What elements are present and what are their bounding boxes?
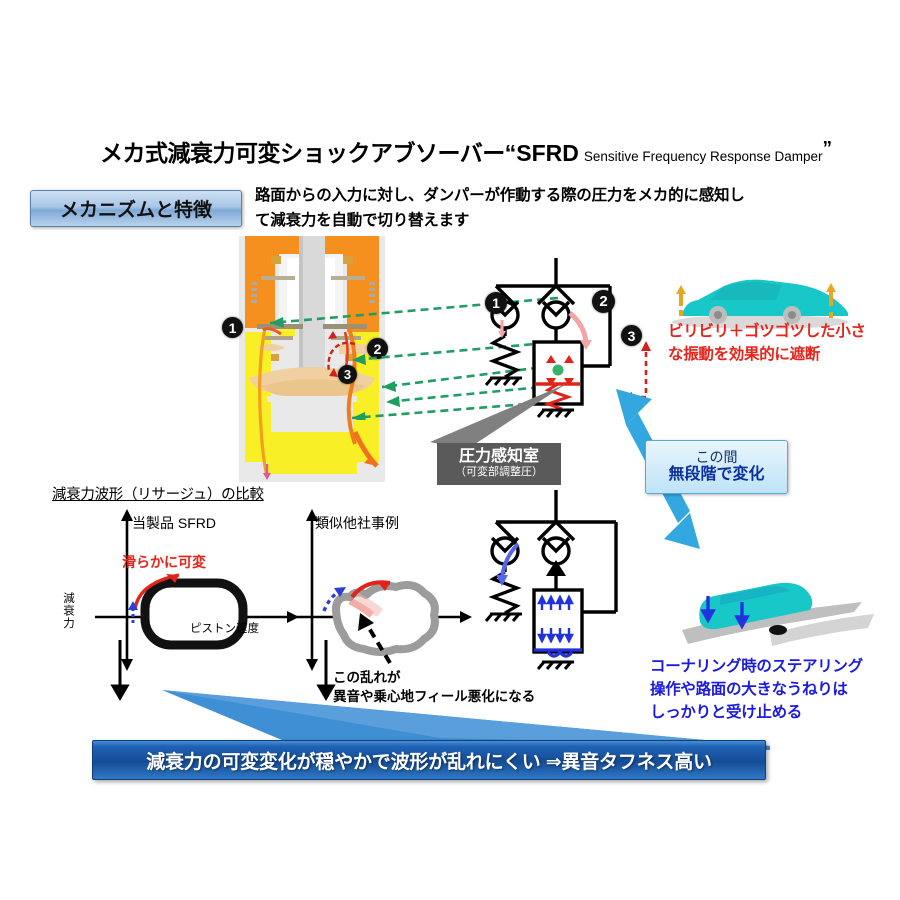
disturbance-line-2: 異音や乗心地フィール悪化になる (333, 689, 536, 704)
schematic-callout-1-label: 1 (492, 295, 500, 311)
smooth-variation-label: 滑らかに可変 (122, 554, 206, 570)
title-sfrd: SFRD (516, 140, 579, 166)
car-illustration-cornering (682, 582, 874, 646)
callout-badge-2-schematic: 2 (592, 290, 615, 313)
mechanism-chip[interactable]: メカニズムと特徴 (30, 190, 242, 227)
chart-competitor-lissajous (296, 509, 472, 671)
hydraulic-schematic-upper (484, 258, 612, 418)
caption-small-vibration: ビリビリ＋ゴツゴツした小さ な振動を効果的に遮断 (668, 320, 888, 366)
blue-wedge-connector (162, 690, 770, 750)
callout-badge-2-cutaway: 2 (367, 338, 388, 359)
callout-3-label: 3 (343, 367, 352, 382)
x-axis-label: ピストン速度 (190, 623, 259, 635)
continuous-variation-box: この間 無段階で変化 (645, 440, 788, 494)
lead-line-2: て減衰力を自動で切り替えます (255, 212, 470, 229)
callout-badge-3-cutaway: 3 (338, 365, 357, 384)
disturbance-caption: この乱れが 異音や乗心地フィール悪化になる (333, 668, 535, 706)
schematic-callout-3-label: 3 (627, 327, 636, 344)
caption-blue-line-1: コーナリング時のステアリング (650, 658, 863, 675)
summary-banner-text: 減衰力の可変変化が穏やかで波形が乱れにくい ⇒異音タフネス高い (146, 751, 712, 773)
downward-arrows (110, 640, 336, 701)
callout-badge-3-schematic: 3 (621, 325, 642, 346)
hydraulic-schematic-lower (484, 490, 618, 670)
caption-cornering: コーナリング時のステアリング 操作や路面の大きなうねりは しっかりと受け止める (650, 655, 890, 724)
caption-blue-line-2: 操作や路面の大きなうねりは (650, 681, 848, 698)
disturbance-line-1: この乱れが (333, 670, 401, 685)
callout-2-label: 2 (373, 340, 382, 357)
title-quote-open: “ (504, 140, 517, 166)
chart-left-title: 当製品 SFRD (132, 515, 216, 531)
mechanism-chip-label: メカニズムと特徴 (59, 200, 212, 221)
car-illustration-small-vibration (672, 279, 849, 329)
lissajous-section-title: 減衰力波形（リサージュ）の比較 (52, 487, 264, 503)
caption-red-line-2: な振動を効果的に遮断 (668, 346, 821, 363)
callout-badge-1-cutaway: 1 (222, 317, 243, 338)
lead-paragraph: 路面からの入力に対し、ダンパーが作動する際の圧力をメカ的に感知し て減衰力を自動… (255, 183, 815, 233)
pressure-chamber-sub: （可変部調整圧） (455, 466, 543, 479)
kono-box-line-1: この間 (695, 449, 738, 466)
pressure-chamber-title: 圧力感知室 (458, 448, 539, 466)
kono-box-line-2: 無段階で変化 (668, 465, 765, 483)
lead-line-1: 路面からの入力に対し、ダンパーが作動する際の圧力をメカ的に感知し (255, 187, 745, 204)
chart-right-title: 類似他社事例 (315, 515, 399, 531)
pressure-chamber-pointer (430, 384, 566, 450)
page-title: メカ式減衰力可変ショックアブソーバー“SFRD Sensitive Frequen… (100, 134, 832, 168)
callout-1-label: 1 (228, 319, 237, 336)
title-english: Sensitive Frequency Response Damper (583, 149, 823, 164)
title-japanese: メカ式減衰力可変ショックアブソーバー (100, 140, 505, 166)
title-quote-close: ” (822, 138, 833, 160)
schematic-callout-2-label: 2 (599, 293, 608, 310)
chart-sfrd-lissajous (95, 509, 299, 671)
caption-red-line-1: ビリビリ＋ゴツゴツした小さ (668, 323, 866, 340)
callout-badge-1-schematic: 1 (485, 292, 507, 314)
summary-banner: 減衰力の可変変化が穏やかで波形が乱れにくい ⇒異音タフネス高い (92, 740, 766, 780)
caption-blue-line-3: しっかりと受け止める (650, 704, 803, 721)
y-axis-label: 減衰力 (62, 592, 74, 630)
pressure-chamber-label: 圧力感知室 （可変部調整圧） (437, 443, 561, 485)
